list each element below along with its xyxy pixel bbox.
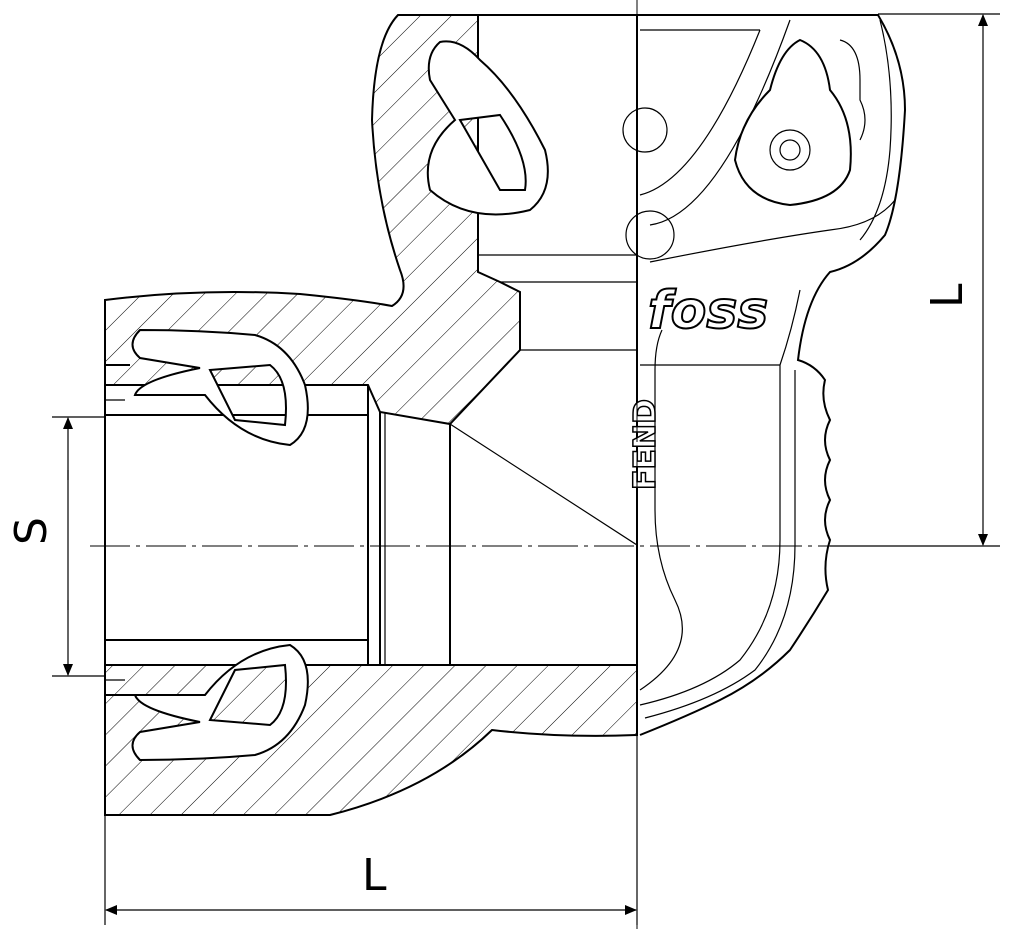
dimension-label-s: S <box>6 517 57 545</box>
dimension-l-vertical: L <box>830 13 1000 547</box>
clip-exterior <box>733 38 852 207</box>
dimension-label-l-horizontal: L <box>362 850 387 901</box>
dimension-label-l-vertical: L <box>922 283 973 308</box>
dimension-l-horizontal: L <box>104 735 638 925</box>
section-view <box>104 14 638 816</box>
exterior-view: foss FEND <box>622 14 907 736</box>
indicator-window <box>622 107 668 153</box>
date-wheel <box>625 210 675 260</box>
clip-top <box>426 40 549 216</box>
side-marking: FEND <box>628 399 663 490</box>
clip-left-upper <box>131 328 309 447</box>
clip-left-lower <box>131 643 309 762</box>
dimension-s: S <box>6 416 105 677</box>
brand-logo: foss <box>648 281 768 341</box>
